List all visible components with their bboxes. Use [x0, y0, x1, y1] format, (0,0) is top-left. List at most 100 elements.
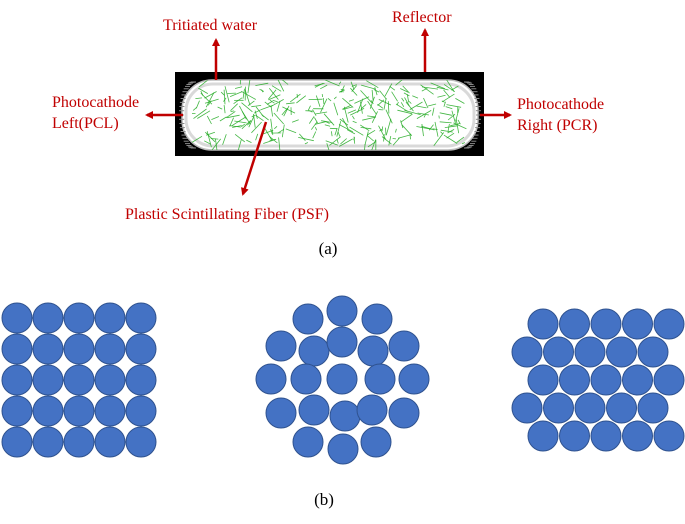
psf-track	[195, 100, 200, 109]
psf-track	[241, 111, 251, 125]
psf-track	[363, 144, 366, 150]
fiber-circle	[527, 420, 559, 452]
psf-track	[447, 113, 456, 121]
psf-track	[367, 141, 377, 148]
psf-track	[281, 80, 289, 85]
psf-track	[360, 90, 373, 104]
psf-track	[423, 114, 426, 118]
psf-track	[370, 139, 377, 150]
psf-track	[400, 102, 405, 108]
caption-a: (a)	[319, 239, 338, 258]
psf-track	[271, 85, 282, 92]
psf-track	[453, 122, 467, 130]
psf-track	[379, 90, 387, 100]
fiber-circle	[559, 308, 590, 340]
psf-track	[242, 88, 245, 99]
psf-track	[215, 138, 218, 150]
psf-track	[405, 101, 414, 112]
psf-track	[207, 100, 212, 106]
psf-track	[320, 84, 328, 90]
fiber-circle	[559, 364, 590, 396]
psf-track	[339, 138, 353, 147]
psf-track	[320, 98, 328, 113]
psf-track	[346, 129, 356, 135]
psf-track	[315, 95, 321, 107]
psf-track	[224, 86, 230, 103]
fiber-circle	[361, 303, 393, 335]
psf-track	[364, 131, 369, 145]
psf-track	[325, 80, 340, 87]
psf-track	[263, 126, 273, 141]
psf-track	[395, 128, 397, 133]
psf-track	[285, 128, 297, 134]
psf-track	[276, 80, 285, 92]
detector-tube-inner	[184, 82, 476, 148]
psf-track	[447, 124, 450, 132]
fiber-circle	[63, 364, 95, 396]
psf-track	[428, 103, 437, 107]
psf-track	[314, 117, 318, 124]
psf-track	[450, 123, 460, 127]
psf-track	[268, 87, 279, 100]
psf-arrow	[241, 121, 268, 196]
fiber-circle	[360, 426, 392, 458]
psf-track	[227, 114, 240, 119]
psf-track	[351, 115, 355, 120]
psf-track	[298, 137, 314, 142]
fiber-circle	[125, 395, 157, 427]
psf-track	[357, 98, 364, 113]
psf-track	[326, 143, 331, 150]
fiber-circle	[637, 336, 669, 368]
psf-track	[397, 109, 412, 115]
label-tritiated-water: Tritiated water	[163, 17, 258, 34]
psf-track	[446, 132, 455, 139]
fiber-circle	[606, 336, 637, 368]
psf-track	[337, 132, 341, 137]
psf-track	[310, 121, 318, 130]
psf-track	[270, 118, 274, 136]
psf-track	[200, 90, 204, 97]
fiber-circle	[327, 433, 359, 465]
caption-b: (b)	[314, 490, 334, 509]
psf-track	[259, 88, 264, 92]
psf-track	[421, 125, 435, 131]
psf-track	[248, 116, 255, 128]
psf-track	[334, 127, 338, 136]
psf-track	[247, 100, 255, 107]
psf-track	[225, 111, 236, 119]
psf-track	[274, 126, 278, 130]
psf-track	[314, 121, 326, 125]
fiber-circle	[94, 302, 126, 334]
psf-track	[385, 109, 393, 124]
psf-track	[389, 85, 396, 91]
psf-track	[391, 91, 398, 102]
fiber-circle	[574, 392, 606, 424]
psf-track	[270, 106, 273, 117]
psf-track	[268, 89, 277, 100]
psf-track	[204, 98, 219, 104]
psf-track	[432, 128, 438, 130]
square-grid-arrangement	[1, 302, 157, 458]
psf-track	[342, 117, 349, 129]
psf-track	[296, 95, 307, 104]
psf-track	[340, 89, 345, 92]
psf-tracks	[188, 80, 467, 150]
psf-track	[338, 124, 354, 133]
psf-track	[338, 81, 342, 85]
fiber-circle	[527, 308, 559, 340]
fiber-circle	[527, 364, 559, 396]
fiber-circle	[622, 420, 653, 452]
psf-track	[315, 111, 328, 115]
psf-track	[240, 123, 246, 128]
fiber-circle	[292, 426, 324, 458]
fiber-circle	[622, 308, 653, 340]
psf-track	[281, 124, 285, 138]
psf-track	[366, 129, 376, 136]
fiber-circle	[543, 336, 574, 368]
psf-track	[327, 97, 332, 102]
fiber-circle	[364, 363, 396, 395]
psf-track	[241, 102, 253, 113]
psf-track	[206, 131, 212, 148]
psf-track	[304, 142, 309, 145]
label-pcr-line2: Right (PCR)	[517, 117, 597, 134]
